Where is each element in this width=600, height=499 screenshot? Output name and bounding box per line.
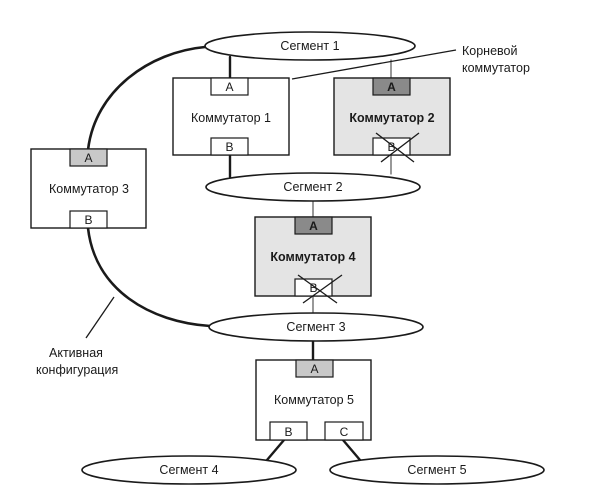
port-c-label: C bbox=[340, 425, 349, 439]
port-a-label: A bbox=[84, 151, 92, 165]
segment-ellipse bbox=[205, 172, 421, 202]
link-sw5-seg5 bbox=[341, 438, 362, 462]
port-a-root bbox=[294, 216, 333, 235]
port-b-label: B bbox=[284, 425, 292, 439]
port-b-label: B bbox=[84, 213, 92, 227]
switch-1: A Коммутатор 1 B bbox=[172, 77, 290, 156]
port-a-root bbox=[69, 148, 108, 167]
switch-label: Коммутатор 3 bbox=[49, 182, 129, 196]
port-b-label: B bbox=[225, 140, 233, 154]
port-c bbox=[324, 421, 364, 441]
root-switch-label-line2: коммутатор bbox=[462, 61, 530, 75]
port-b bbox=[210, 137, 249, 156]
port-a-label: A bbox=[309, 219, 318, 233]
port-b bbox=[69, 210, 108, 229]
segment-seg4: Сегмент 4 bbox=[81, 455, 297, 485]
segment-seg5: Сегмент 5 bbox=[329, 455, 545, 485]
root-switch-pointer bbox=[291, 49, 457, 80]
active-config-label-line1: Активная bbox=[49, 346, 103, 360]
port-b-blocked bbox=[372, 137, 411, 156]
port-b-label: B bbox=[387, 140, 395, 154]
switch-label: Коммутатор 4 bbox=[270, 250, 355, 264]
segment-label: Сегмент 5 bbox=[407, 463, 466, 477]
segment-label: Сегмент 3 bbox=[286, 320, 345, 334]
switch-label: Коммутатор 5 bbox=[274, 393, 354, 407]
port-b bbox=[269, 421, 308, 441]
segment-label: Сегмент 2 bbox=[283, 180, 342, 194]
switch-label: Коммутатор 2 bbox=[349, 111, 434, 125]
blocked-cross-icon bbox=[375, 132, 415, 163]
segment-label: Сегмент 4 bbox=[159, 463, 218, 477]
segment-ellipse bbox=[329, 455, 545, 485]
switch-label: Коммутатор 1 bbox=[191, 111, 271, 125]
port-a bbox=[210, 77, 249, 96]
segment-ellipse bbox=[204, 31, 416, 61]
blocked-cross-icon bbox=[380, 132, 420, 163]
active-config-label-line2: конфигурация bbox=[36, 363, 118, 377]
port-b-label: B bbox=[309, 281, 317, 295]
port-a-root bbox=[295, 359, 334, 378]
port-a-label: A bbox=[225, 80, 233, 94]
port-a-root bbox=[372, 77, 411, 96]
root-switch-label-line1: Корневой bbox=[462, 44, 517, 58]
switch-3: A Коммутатор 3 B bbox=[30, 148, 147, 229]
blocked-cross-icon bbox=[302, 274, 343, 304]
switch-5: A Коммутатор 5 B C bbox=[255, 359, 372, 441]
blocked-cross-icon bbox=[297, 274, 338, 304]
segment-seg2: Сегмент 2 bbox=[205, 172, 421, 202]
segment-seg1: Сегмент 1 bbox=[204, 31, 416, 61]
link-sw5-seg4 bbox=[265, 438, 286, 462]
segment-label: Сегмент 1 bbox=[280, 39, 339, 53]
link-seg1-sw3 bbox=[86, 45, 207, 152]
segment-ellipse bbox=[81, 455, 297, 485]
segment-seg3: Сегмент 3 bbox=[208, 312, 424, 342]
port-a-label: A bbox=[387, 80, 396, 94]
segment-ellipse bbox=[208, 312, 424, 342]
active-config-pointer bbox=[85, 296, 115, 339]
switch-2: A Коммутатор 2 B bbox=[333, 77, 451, 163]
link-sw3-seg3 bbox=[86, 226, 212, 328]
port-a-label: A bbox=[310, 362, 318, 376]
switch-4: A Коммутатор 4 B bbox=[254, 216, 372, 304]
links bbox=[86, 45, 392, 462]
